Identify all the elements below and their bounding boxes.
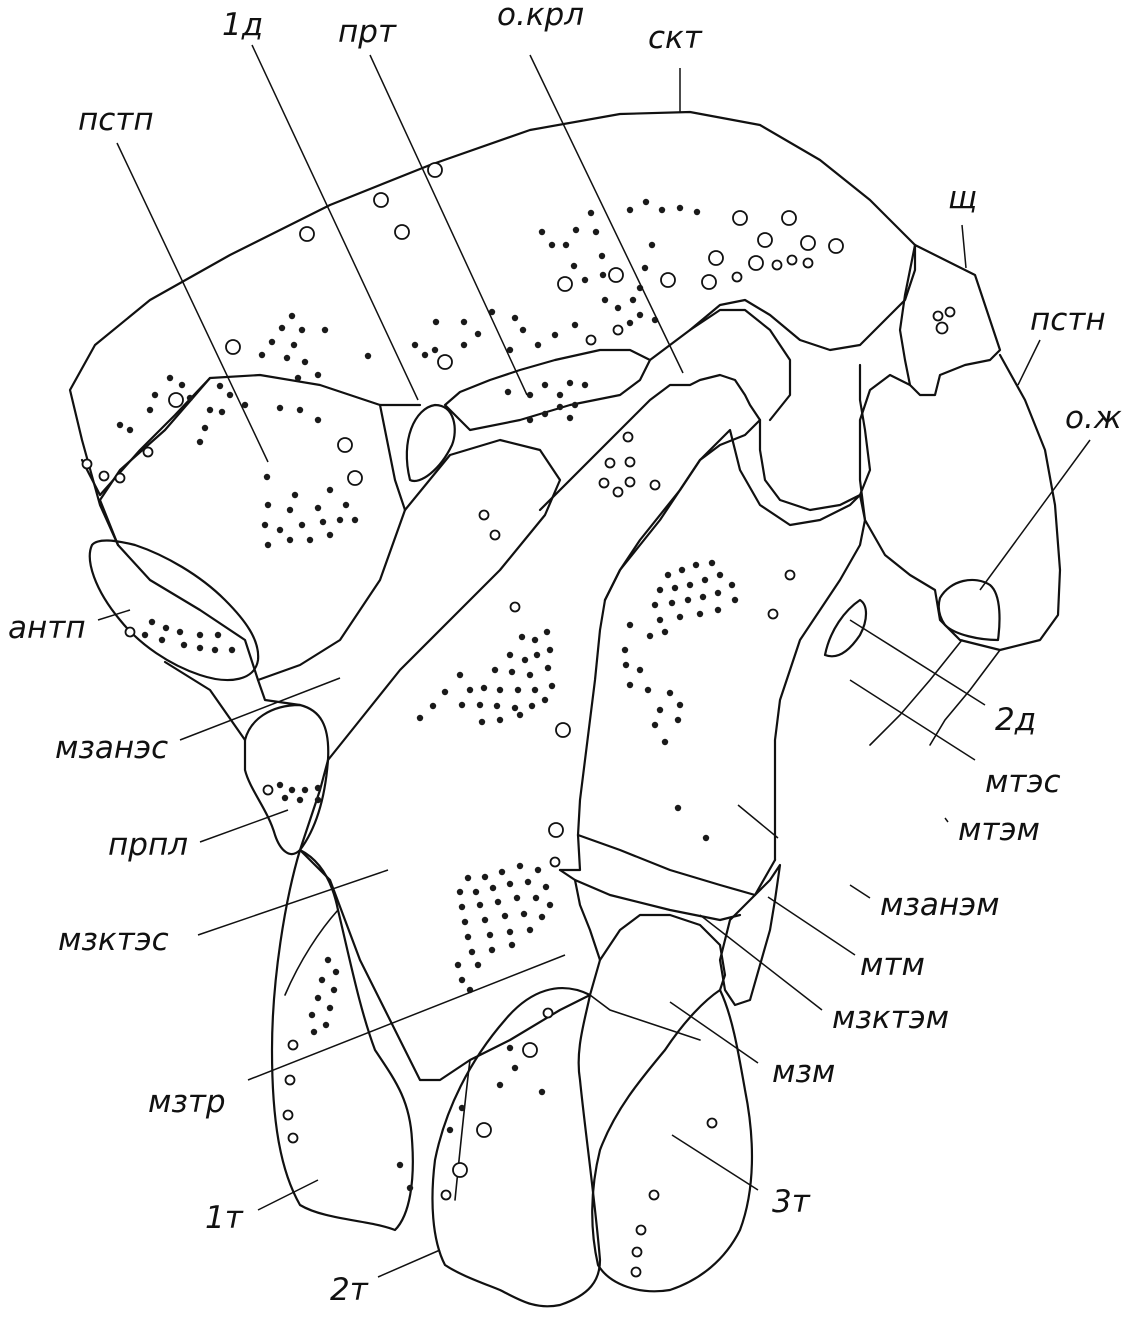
mesepimeral-strip (578, 835, 775, 895)
mesothoracic-ridge (540, 375, 760, 600)
label-1t: 1т (205, 1200, 244, 1236)
label-mzktem: мзктэм (832, 1000, 949, 1036)
label-prt: прт (338, 14, 397, 50)
metathorax-plate (605, 430, 865, 860)
meron-line (590, 995, 700, 1040)
abdomen-line-1 (870, 640, 962, 745)
scutellum-ridge (760, 365, 870, 510)
label-3t: 3т (772, 1184, 811, 1220)
propleuron (245, 705, 328, 854)
spiracle-1 (407, 405, 455, 481)
spiracle-2 (825, 600, 866, 656)
antepleuron (90, 540, 258, 680)
coxa-3 (592, 990, 752, 1291)
label-mzm: мзм (772, 1054, 835, 1090)
abdomen-line-2 (930, 650, 1000, 745)
coxa-articulation (600, 915, 725, 990)
pronotum-posterior-edge (380, 405, 405, 510)
pronotum-lower-edge (82, 375, 420, 495)
neck-link (165, 662, 245, 740)
label-mtm: мтм (860, 947, 925, 983)
pronotal-lobe (445, 350, 650, 430)
label-mztr: мзтр (148, 1084, 226, 1120)
mesokatepisternum (300, 760, 600, 1080)
label-pstn: пстн (1030, 302, 1106, 338)
label-mtem: мтэм (958, 812, 1040, 848)
label-skt: скт (648, 20, 703, 56)
label-mzktes: мзктэс (58, 922, 169, 958)
label-antp: антп (8, 610, 86, 646)
label-mzanes: мзанэс (55, 730, 168, 766)
label-mzanem: мзанэм (880, 887, 1000, 923)
meta-anepimeron (720, 865, 780, 1005)
label-okrl: о.крл (497, 0, 584, 33)
label-prpl: прпл (108, 827, 188, 863)
label-pstp: пстп (78, 102, 154, 138)
label-mtes: мтэс (985, 764, 1061, 800)
figure-labels: пстп 1д прт о.крл скт щ пстн о.ж антп мз… (8, 0, 1122, 1308)
label-1d: 1д (222, 7, 263, 43)
label-2d: 2д (995, 702, 1036, 738)
setae-dots (117, 199, 738, 1191)
label-ozh: о.ж (1065, 400, 1122, 436)
label-2t: 2т (330, 1272, 369, 1308)
postnotum (860, 355, 1060, 650)
mesepisternum (328, 440, 560, 760)
abdominal-spiracle (939, 580, 1000, 640)
coxa-1-inner (285, 910, 338, 995)
alar-process (690, 245, 915, 350)
mesothoracic-notch (650, 310, 790, 420)
label-shch: щ (948, 180, 977, 216)
dorsal-contour (70, 112, 915, 545)
